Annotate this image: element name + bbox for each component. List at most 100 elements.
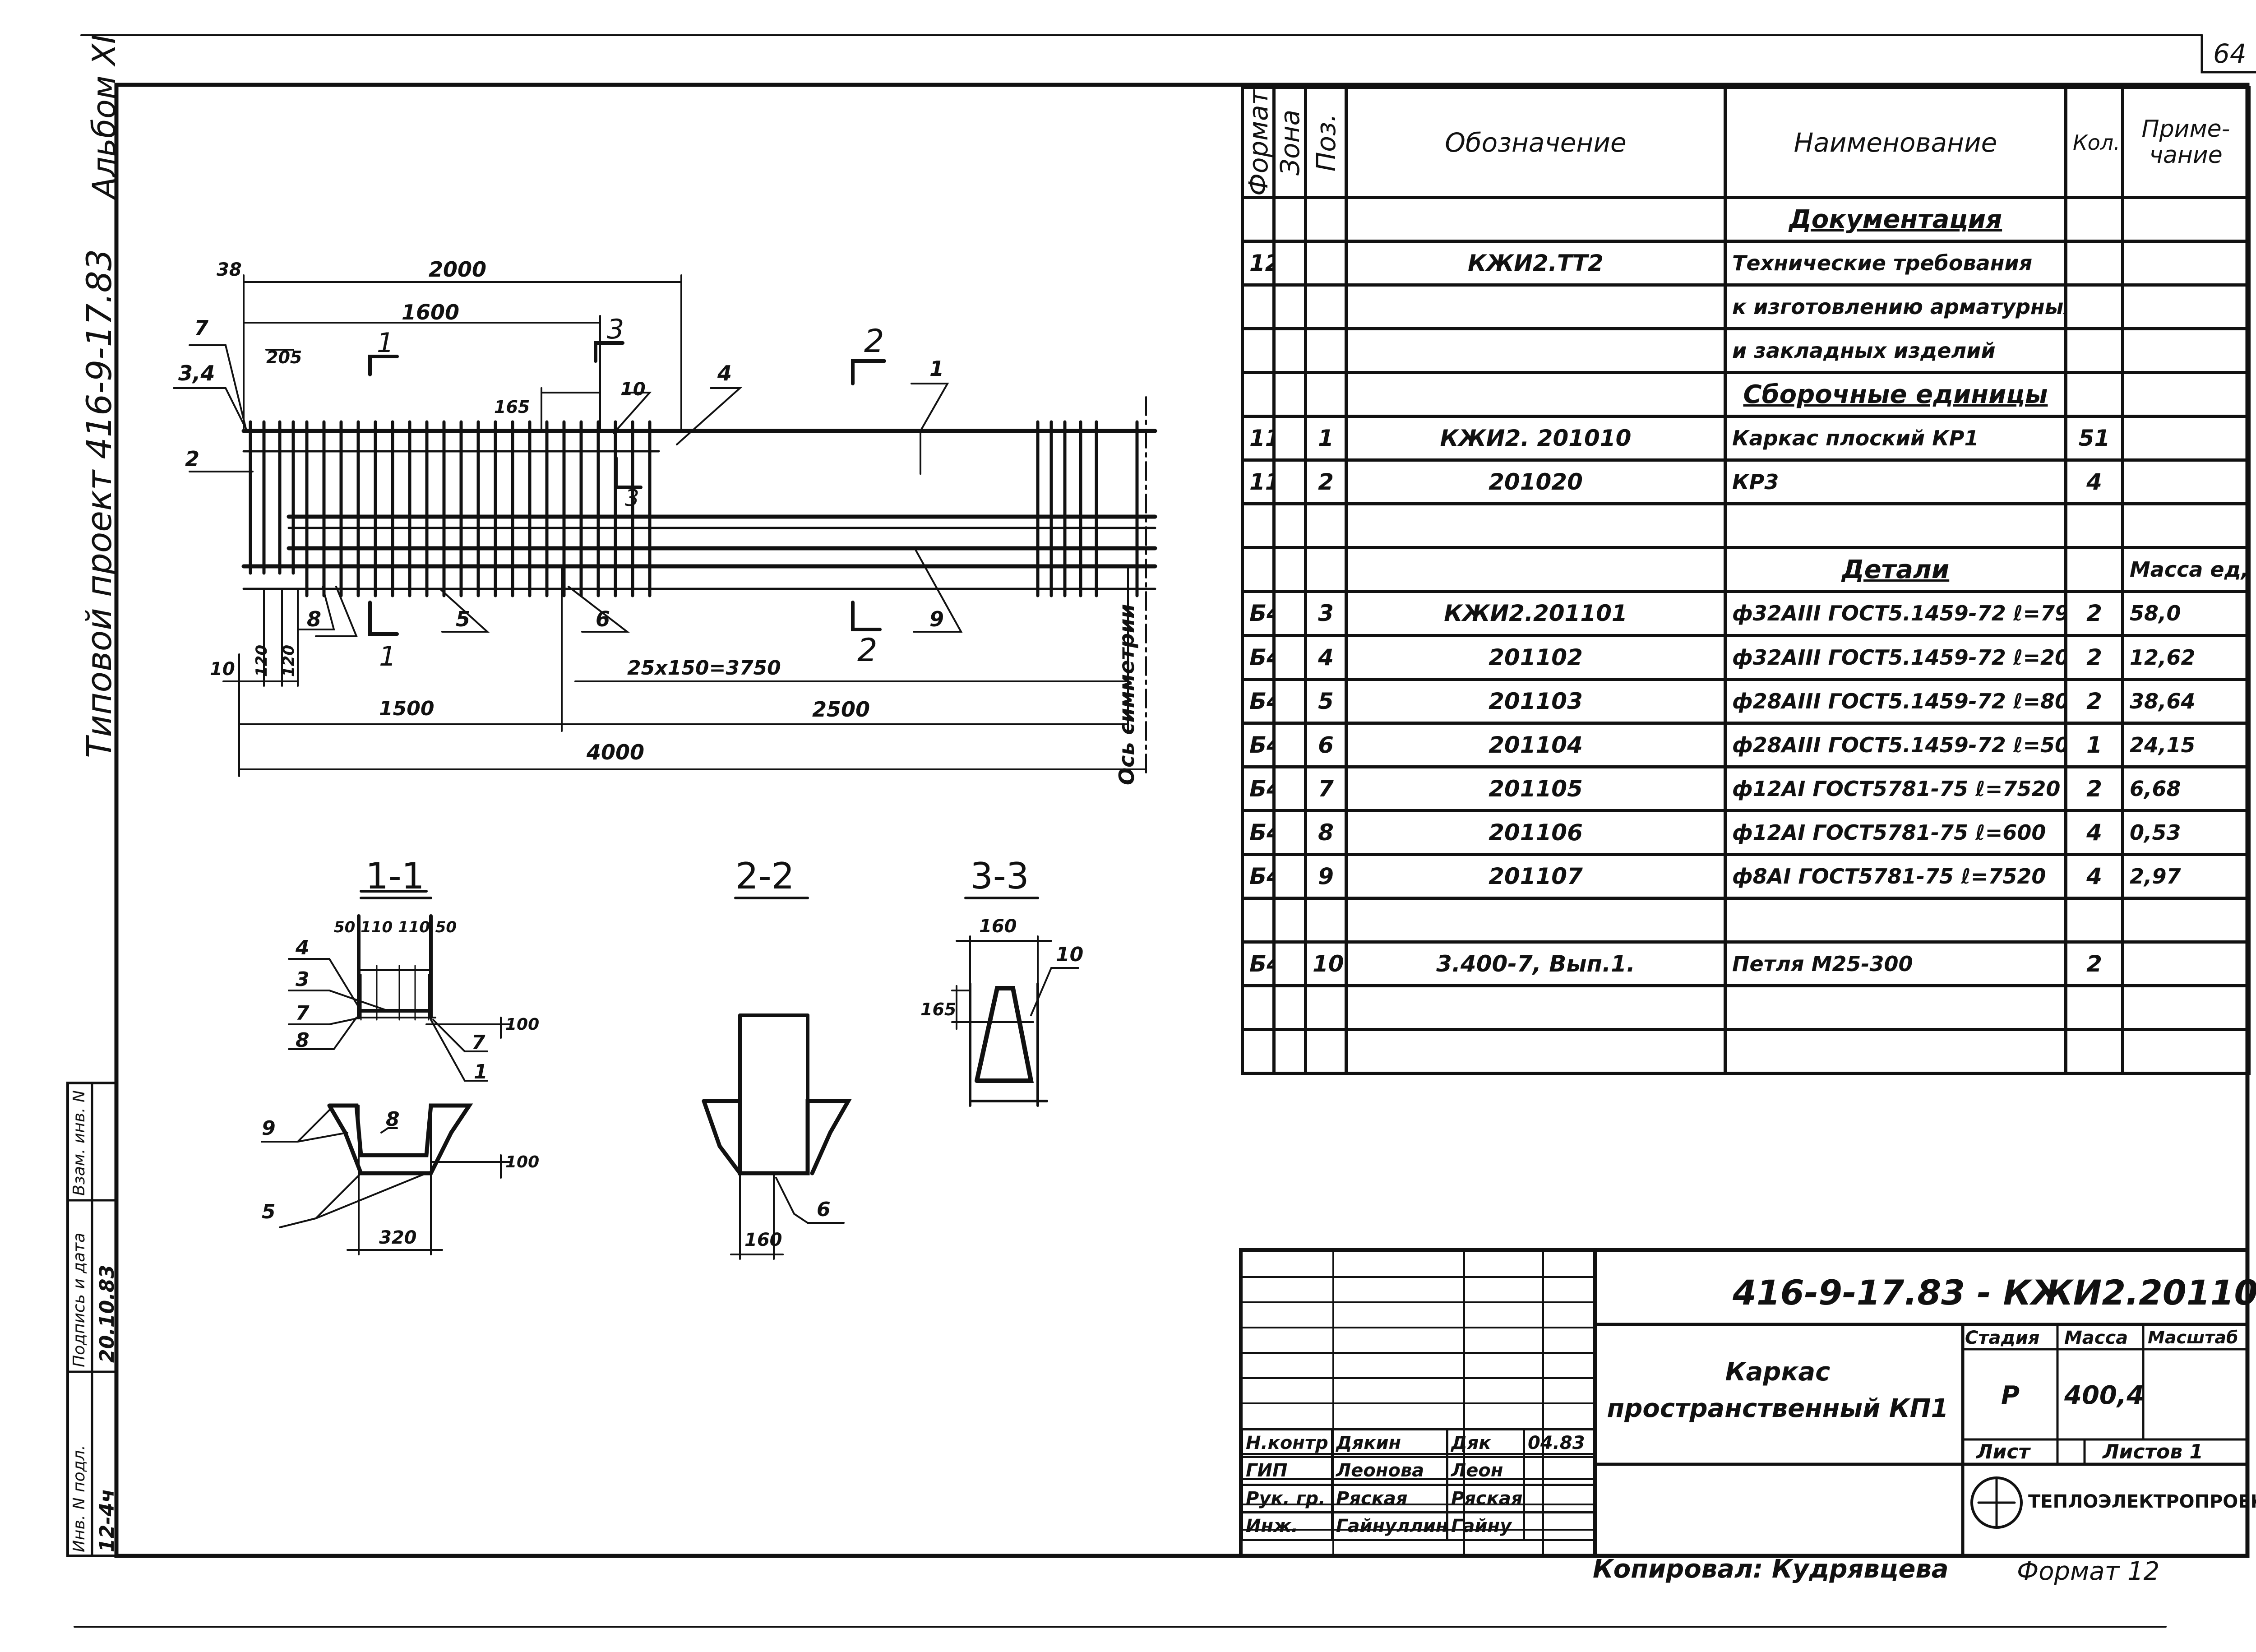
cut-2-top: 2 — [864, 323, 884, 360]
cell-zone — [1272, 590, 1307, 637]
cell-note: 12,62 — [2121, 634, 2251, 681]
cell-note: Масса ед, кг — [2121, 546, 2251, 593]
cell-pos: 1 — [1304, 415, 1348, 462]
cell-pos: 7 — [1304, 765, 1348, 812]
cell-zone — [1272, 196, 1307, 243]
section-1-1-title: 1-1 — [365, 855, 425, 897]
cell-pos: 4 — [1304, 634, 1348, 681]
cell-name: ф12АI ГОСТ5781-75 ℓ=600 — [1724, 809, 2067, 856]
cell-name: и закладных изделий — [1724, 327, 2067, 375]
leader-3-4: 3,4 — [178, 361, 215, 385]
cell-designation: 201107 — [1345, 852, 1727, 900]
album-label: Альбом XI — [86, 34, 123, 199]
cell-pos — [1304, 1027, 1348, 1075]
header-name: Наименование — [1724, 85, 2067, 199]
cell-designation — [1345, 546, 1727, 593]
dim-2000: 2000 — [429, 257, 487, 282]
cell-zone — [1272, 458, 1307, 506]
cut-2-bot: 2 — [857, 632, 878, 669]
cell-format: Б4 — [1241, 721, 1276, 768]
signer-row: Инж.ГайнуллинаГайну — [1241, 1511, 1597, 1541]
cell-designation: 201102 — [1345, 634, 1727, 681]
cell-format — [1241, 196, 1276, 243]
cell-note: 0,53 — [2121, 809, 2251, 856]
signer-role: Рук. гр. — [1241, 1483, 1333, 1513]
s1-leader-8a: 8 — [296, 1029, 310, 1052]
dim-2500: 2500 — [812, 697, 870, 722]
cut-3-top: 3 — [607, 314, 624, 345]
cell-designation — [1345, 283, 1727, 331]
cell-zone — [1272, 415, 1307, 462]
cell-zone — [1272, 677, 1307, 725]
cell-note — [2121, 940, 2251, 987]
dim-38: 38 — [217, 259, 242, 280]
cell-format: 11 — [1241, 415, 1276, 462]
s1-dim-100b: 100 — [505, 1153, 540, 1171]
cell-name — [1724, 896, 2067, 944]
cell-note: 38,64 — [2121, 677, 2251, 725]
cell-zone — [1272, 765, 1307, 812]
cell-note: 58,0 — [2121, 590, 2251, 637]
table-row: Б46201104ф28АIII ГОСТ5.1459-72 ℓ=5000124… — [1241, 721, 2251, 768]
cell-zone — [1272, 240, 1307, 287]
cell-format: Б4 — [1241, 809, 1276, 856]
s1-leader-7b: 7 — [472, 1031, 485, 1054]
cell-note — [2121, 327, 2251, 375]
stage-label: Стадия — [1965, 1328, 2040, 1348]
leader-8: 8 — [307, 607, 322, 631]
cell-note — [2121, 283, 2251, 331]
cell-name — [1724, 502, 2067, 550]
cell-qty: 2 — [2064, 765, 2124, 812]
cut-3-mid: 3 — [625, 485, 639, 511]
cell-designation: 201103 — [1345, 677, 1727, 725]
table-row — [1241, 896, 2251, 944]
cell-format: Б4 — [1241, 590, 1276, 637]
cell-qty: 4 — [2064, 458, 2124, 506]
cell-name: ф28АIII ГОСТ5.1459-72 ℓ=5000 — [1724, 721, 2067, 768]
cell-format: Б4 — [1241, 677, 1276, 725]
cell-note — [2121, 415, 2251, 462]
cell-zone — [1272, 852, 1307, 900]
cell-designation — [1345, 502, 1727, 550]
cell-zone — [1272, 896, 1307, 944]
header-pos: Поз. — [1305, 87, 1346, 198]
cell-designation — [1345, 327, 1727, 375]
cell-qty: 2 — [2064, 677, 2124, 725]
cell-qty: 4 — [2064, 852, 2124, 900]
cell-qty — [2064, 371, 2124, 418]
org-logo-icon — [1972, 1478, 2021, 1527]
cell-name: ф8АI ГОСТ5781-75 ℓ=7520 — [1724, 852, 2067, 900]
leader-1: 1 — [929, 356, 944, 381]
cell-note — [2121, 984, 2251, 1031]
cell-format — [1241, 896, 1276, 944]
header-note: Приме-чание — [2121, 85, 2251, 199]
cell-qty — [2064, 502, 2124, 550]
s3-dim-165: 165 — [920, 1000, 957, 1019]
cell-pos: 10 — [1304, 940, 1348, 987]
signer-date — [1523, 1483, 1597, 1513]
leader-4: 4 — [717, 361, 732, 385]
s1-leader-8b: 8 — [386, 1108, 400, 1131]
cell-designation: 201104 — [1345, 721, 1727, 768]
cell-name — [1724, 984, 2067, 1031]
cell-pos — [1304, 327, 1348, 375]
signer-sign: Дяк — [1446, 1428, 1525, 1458]
dim-1600: 1600 — [402, 300, 460, 324]
cell-zone — [1272, 721, 1307, 768]
cell-name: ф28АIII ГОСТ5.1459-72 ℓ=8000 — [1724, 677, 2067, 725]
cell-name: Технические требования — [1724, 240, 2067, 287]
dim-1500: 1500 — [379, 697, 435, 720]
inv-number: 12-4ч — [96, 1489, 119, 1552]
cell-qty — [2064, 546, 2124, 593]
stamp-code: 416-9-17.83 - КЖИ2.201100 — [1733, 1273, 2256, 1313]
cell-zone — [1272, 634, 1307, 681]
cell-format — [1241, 371, 1276, 418]
cell-designation — [1345, 371, 1727, 418]
cell-format: 11 — [1241, 458, 1276, 506]
section-2-2-title: 2-2 — [735, 855, 795, 897]
dim-4000: 4000 — [587, 740, 645, 764]
cell-format — [1241, 283, 1276, 331]
signer-role: ГИП — [1241, 1456, 1333, 1486]
cell-qty: 2 — [2064, 940, 2124, 987]
